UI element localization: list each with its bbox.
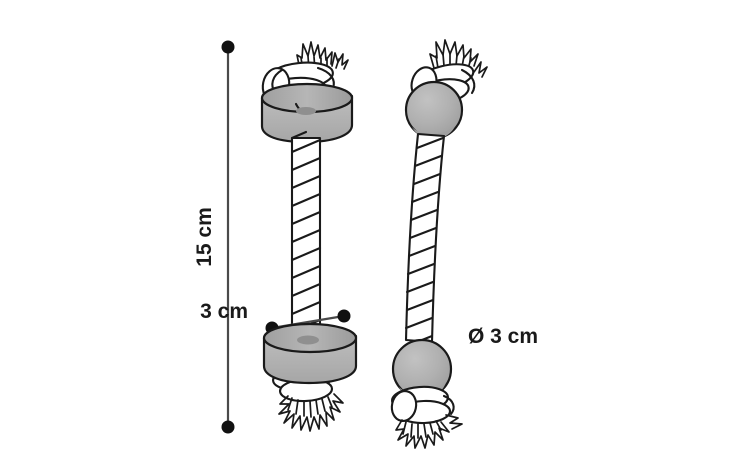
frayed-end-bottom-right [395, 414, 463, 449]
twisted-rope-right [404, 132, 446, 344]
disc-bottom-left [262, 322, 358, 385]
ball-diameter-dimension-group: Ø 3 cm [468, 325, 538, 348]
disc-width-label: 3 cm [200, 300, 248, 323]
rope-toy-with-balls: Ø 3 cm [390, 39, 538, 449]
rope-toy-with-discs: 3 cm [200, 41, 358, 432]
disc-width-dot-right [337, 309, 351, 323]
height-dimension-group: 15 cm [193, 40, 235, 434]
ball-diameter-label: Ø 3 cm [468, 325, 538, 348]
disc-top-left [260, 82, 354, 144]
height-dimension-label: 15 cm [193, 207, 216, 267]
ball-top-right [404, 80, 464, 140]
height-dimension-dot-top [221, 40, 235, 54]
height-dimension-dot-bottom [221, 420, 235, 434]
twisted-rope-left [290, 130, 322, 338]
frayed-end-bottom-left [278, 393, 344, 432]
knot-bottom-right [390, 385, 455, 425]
